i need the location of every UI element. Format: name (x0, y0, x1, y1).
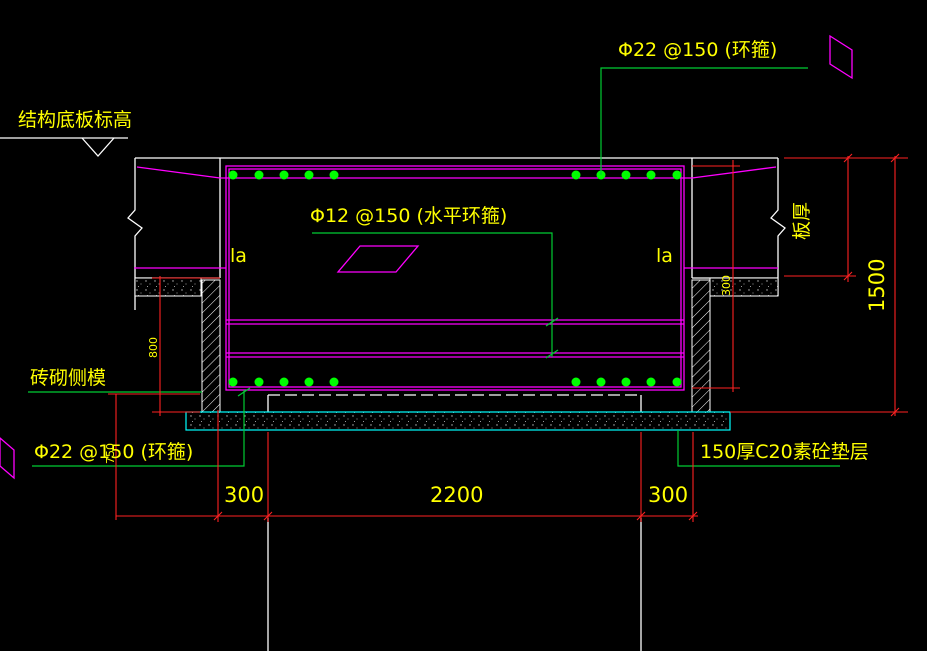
top-rebar-dots (228, 170, 682, 180)
dimension-lines (108, 153, 908, 522)
anchor-left-label: la (230, 245, 247, 267)
dimension-300-left: 300 (224, 483, 264, 507)
dimension-1500: 1500 (865, 259, 889, 312)
section-marker-center (336, 245, 420, 273)
brick-formwork-label: 砖砌侧模 (30, 367, 106, 389)
ledge-concrete (134, 277, 779, 297)
elevation-marker (0, 137, 128, 157)
dimension-800: 800 (147, 337, 160, 358)
section-marker-left (0, 437, 15, 480)
dimension-750: 750 (104, 443, 117, 464)
top-rebar-label: Φ22 @150 (环箍) (618, 39, 777, 61)
cushion-label: 150厚C20素砼垫层 (700, 441, 869, 463)
dimension-300-vertical: 300 (720, 275, 733, 296)
structure-elevation-label: 结构底板标高 (18, 109, 132, 131)
horizontal-hoop-label: Φ12 @150 (水平环箍) (310, 205, 507, 227)
dimension-2200: 2200 (430, 483, 483, 507)
anchor-right-label: la (656, 245, 673, 267)
bottom-rebar-label: Φ22 @150 (环箍) (34, 441, 193, 463)
bottom-rebar-dots (228, 377, 682, 387)
c20-cushion-layer (185, 411, 731, 431)
section-marker-top-right (829, 34, 853, 80)
brick-side-forms (201, 279, 711, 413)
slab-thickness-label: 板厚 (791, 202, 813, 240)
rebar-cage (134, 165, 778, 391)
dimension-300-right: 300 (648, 483, 688, 507)
leader-lines (28, 67, 840, 467)
